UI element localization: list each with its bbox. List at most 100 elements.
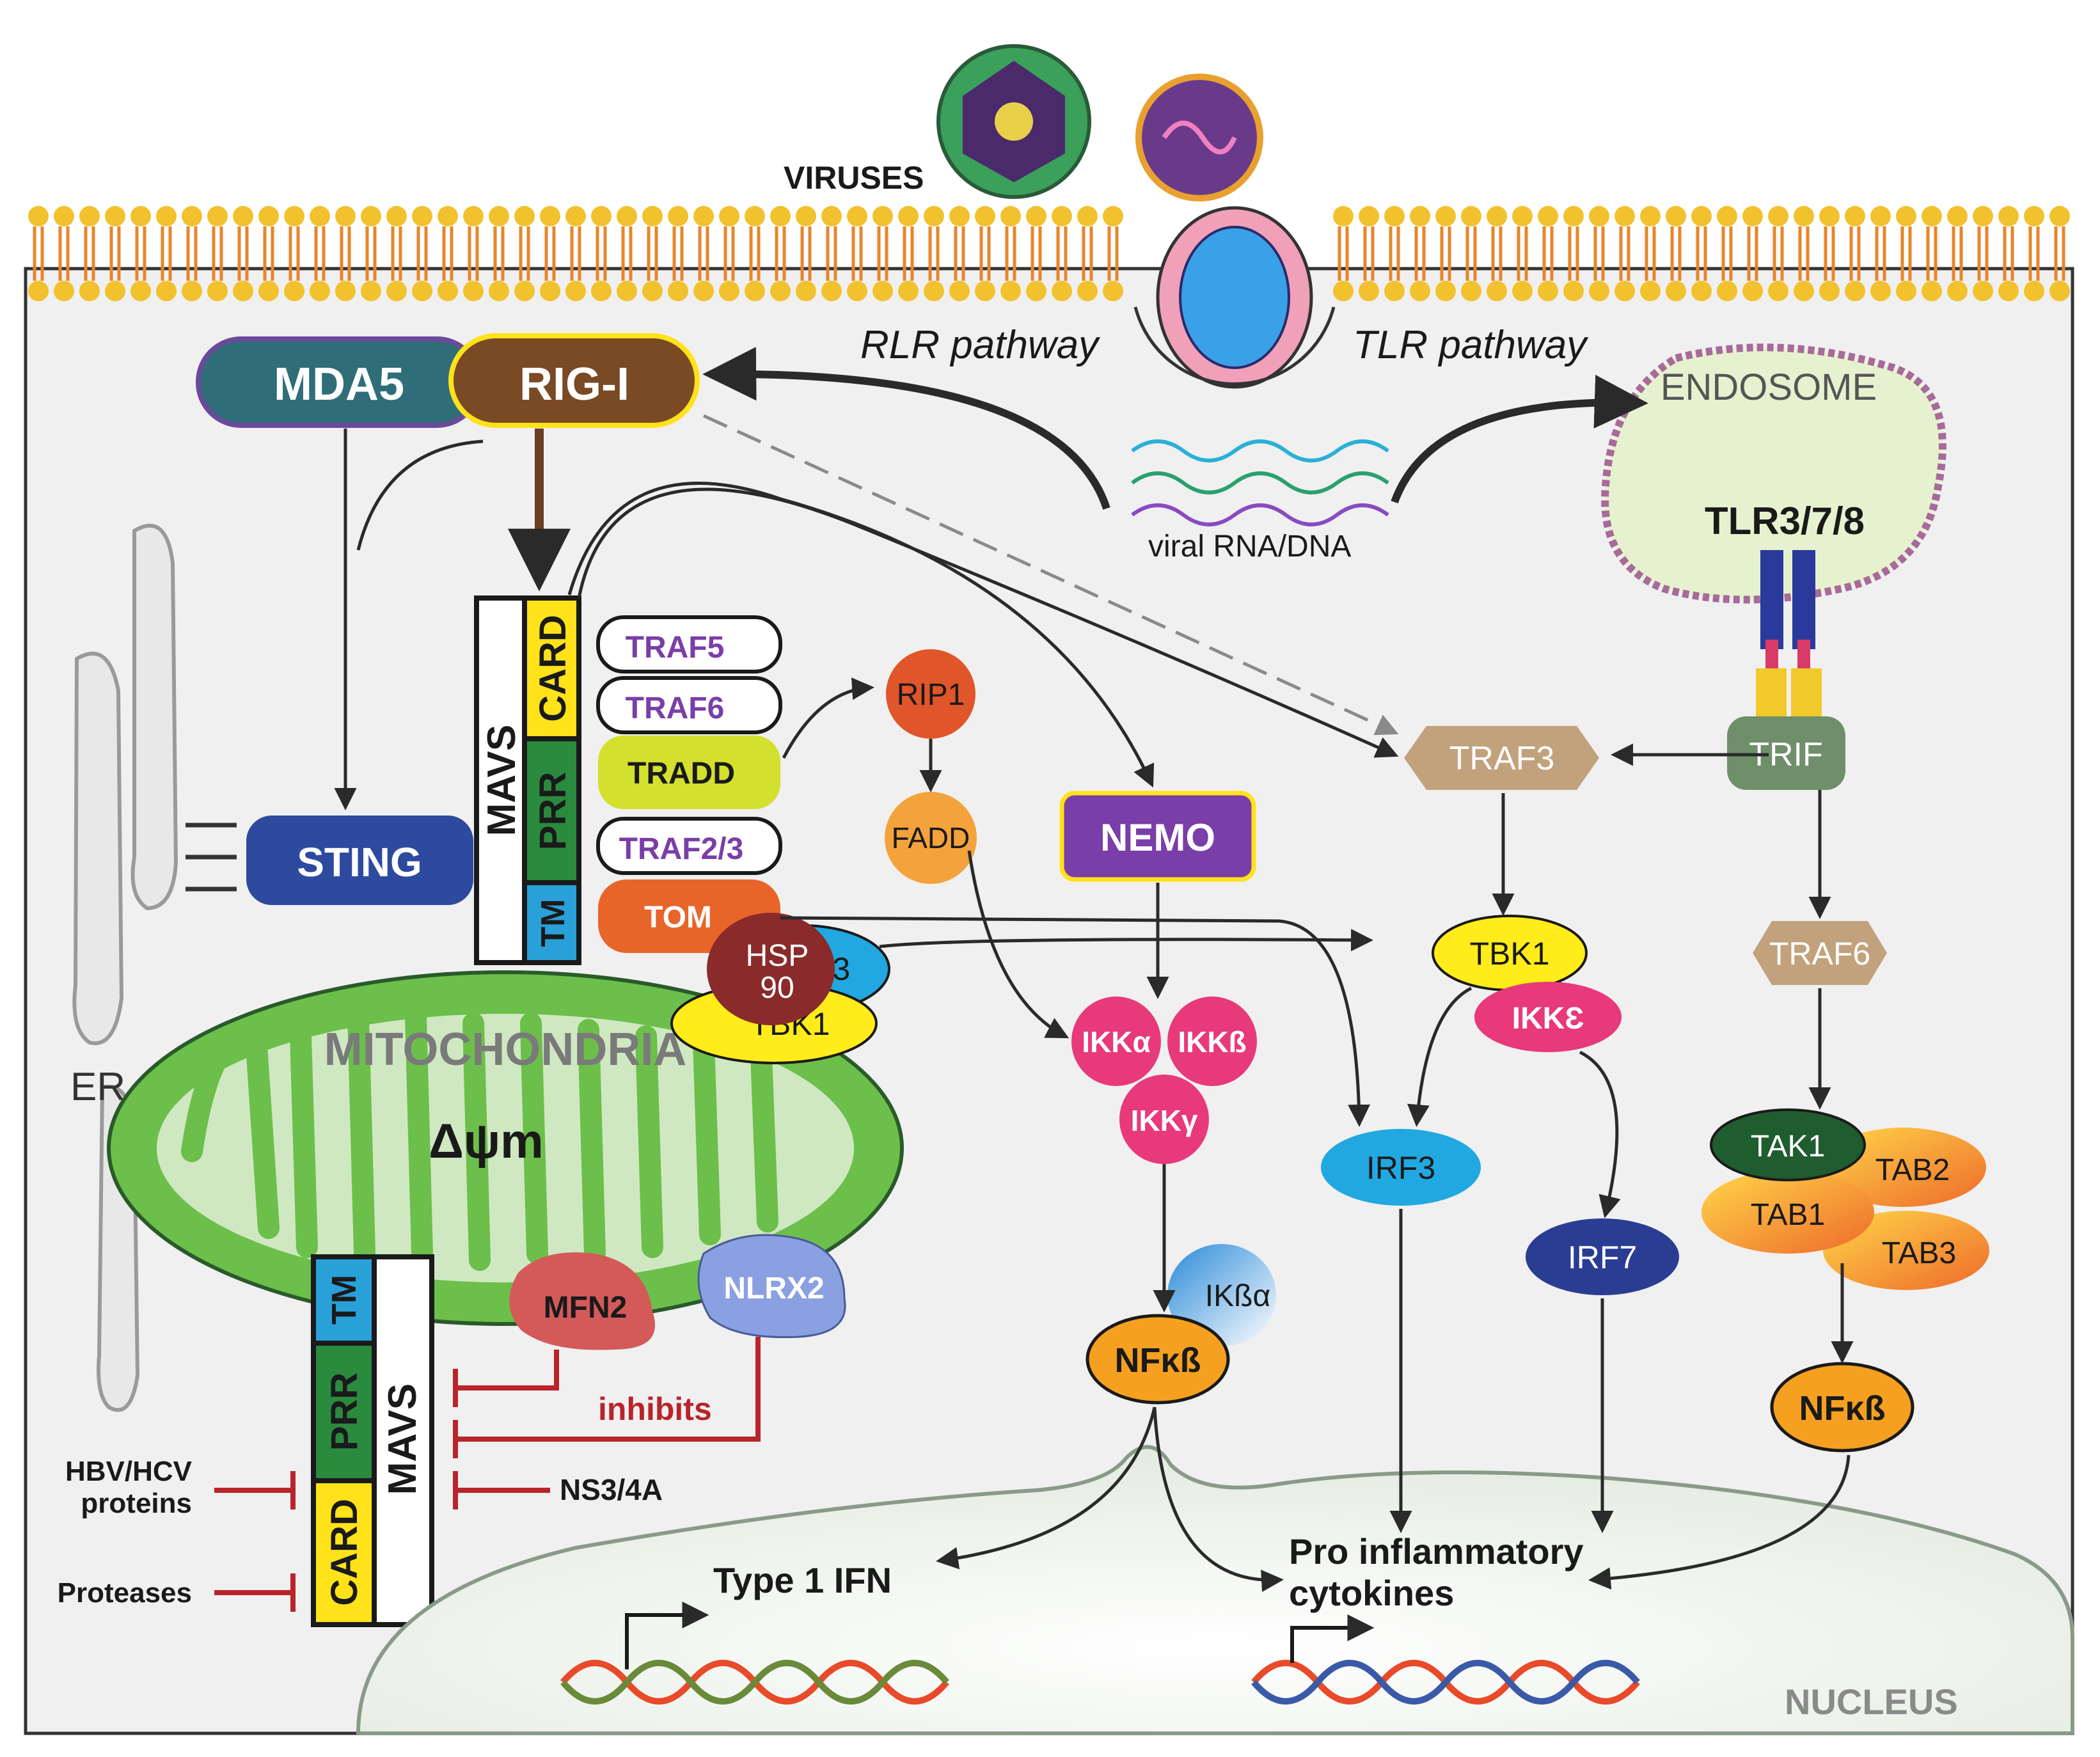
lipid-tail (416, 251, 428, 281)
dna-helix-right (1251, 1660, 1640, 1705)
lipid-head (1538, 206, 1558, 226)
lipid-tail (1670, 226, 1682, 256)
lipid-head (1998, 206, 2019, 226)
lipid-tail (1389, 226, 1400, 256)
lipid-tail (1977, 251, 1989, 281)
mitochondria-label: MITOCHONDRIA (324, 1024, 687, 1075)
lipid-head (386, 206, 407, 226)
lipid-tail (1900, 226, 1912, 256)
lipid-head (1000, 206, 1021, 226)
lipid-tail (33, 226, 44, 256)
lipid-head (1947, 206, 1968, 226)
lipid-head (1870, 281, 1891, 301)
lipid-head (1512, 206, 1533, 226)
lipid-head (1410, 206, 1430, 226)
lipid-tail (723, 226, 735, 256)
lipid-tail (365, 251, 377, 281)
lipid-head (207, 206, 228, 226)
lipid-tail (416, 226, 428, 256)
lipid-head (796, 281, 816, 301)
lipid-tail (775, 251, 786, 281)
sting-box (246, 815, 473, 905)
lipid-tail (647, 226, 658, 256)
lipid-head (438, 281, 458, 301)
lipid-head (1563, 281, 1584, 301)
lipid-head (258, 281, 279, 301)
hbv-label-2: proteins (81, 1488, 192, 1519)
card-top-label: CARD (532, 615, 574, 722)
lipid-head (284, 206, 304, 226)
type1ifn-label: Type 1 IFN (713, 1560, 892, 1600)
mda5-label: MDA5 (274, 359, 404, 410)
mavs-top-label: MAVS (480, 725, 524, 837)
lipid-head (233, 206, 253, 226)
lipid-tail (1363, 226, 1375, 256)
lipid-tail (1056, 251, 1068, 281)
endosome (1601, 343, 1946, 604)
ikkg-label: IKKγ (1131, 1104, 1198, 1137)
tm-top-label: TM (535, 899, 572, 947)
hsp90-label-2: 90 (760, 971, 794, 1005)
lipid-tail (84, 226, 95, 256)
lipid-tail (442, 226, 454, 256)
plasma-membrane (28, 206, 2070, 301)
lipid-head (1359, 281, 1379, 301)
lipid-tail (1952, 251, 1963, 281)
lipid-tail (58, 251, 70, 281)
lipid-tail (851, 251, 863, 281)
lipid-tail (1414, 251, 1426, 281)
lipid-tail (1747, 226, 1758, 256)
lipid-tail (672, 251, 684, 281)
proinfl-label-1: Pro inflammatory (1289, 1531, 1584, 1572)
proteases-label: Proteases (58, 1577, 192, 1609)
tlr-receptor (1756, 550, 1822, 720)
lipid-head (642, 206, 663, 226)
tab1-box (1701, 1170, 1874, 1254)
lipid-head (463, 206, 484, 226)
lipid-tail (212, 251, 223, 281)
lipid-head (591, 206, 612, 226)
lipid-tail (1875, 251, 1886, 281)
lipid-head (540, 281, 560, 301)
lipid-tail (723, 251, 735, 281)
ikkb-label: IKKß (1178, 1025, 1246, 1059)
lipid-head (719, 281, 739, 301)
lipid-tail (263, 226, 274, 256)
tab1-label: TAB1 (1751, 1198, 1825, 1232)
lipid-head (79, 206, 100, 226)
lipid-head (1461, 206, 1481, 226)
lipid-head (821, 281, 842, 301)
nemo-box (1059, 791, 1256, 882)
hbv-label-1: HBV/HCV (65, 1456, 193, 1487)
lipid-head (1103, 281, 1123, 301)
lipid-head (898, 281, 919, 301)
lipid-head (361, 281, 381, 301)
lipid-tail (877, 251, 888, 281)
rlr-pathway-label: RLR pathway (860, 323, 1101, 367)
lipid-head (847, 281, 867, 301)
lipid-tail (1619, 251, 1630, 281)
lipid-tail (109, 251, 121, 281)
lipid-head (335, 206, 356, 226)
lipid-head (412, 281, 432, 301)
nemo-label: NEMO (1100, 816, 1215, 859)
er-label: ER (70, 1065, 125, 1109)
viruses-label: VIRUSES (784, 160, 924, 196)
lipid-head (1896, 281, 1916, 301)
lipid-head (770, 206, 791, 226)
lipid-tail (1593, 226, 1605, 256)
lipid-head (156, 206, 177, 226)
hsp90-label-1: HSP (746, 939, 809, 973)
endosome-label: ENDOSOME (1661, 366, 1877, 408)
lipid-tail (468, 226, 479, 256)
fadd-circle (885, 792, 977, 884)
lipid-tail (1005, 251, 1016, 281)
lipid-head (412, 206, 432, 226)
lipid-head (207, 281, 228, 301)
lipid-head (949, 206, 970, 226)
lipid-head (1000, 281, 1021, 301)
lipid-head (130, 206, 151, 226)
lipid-tail (1798, 251, 1810, 281)
lipid-tail (1849, 226, 1861, 256)
lipid-tail (903, 226, 914, 256)
